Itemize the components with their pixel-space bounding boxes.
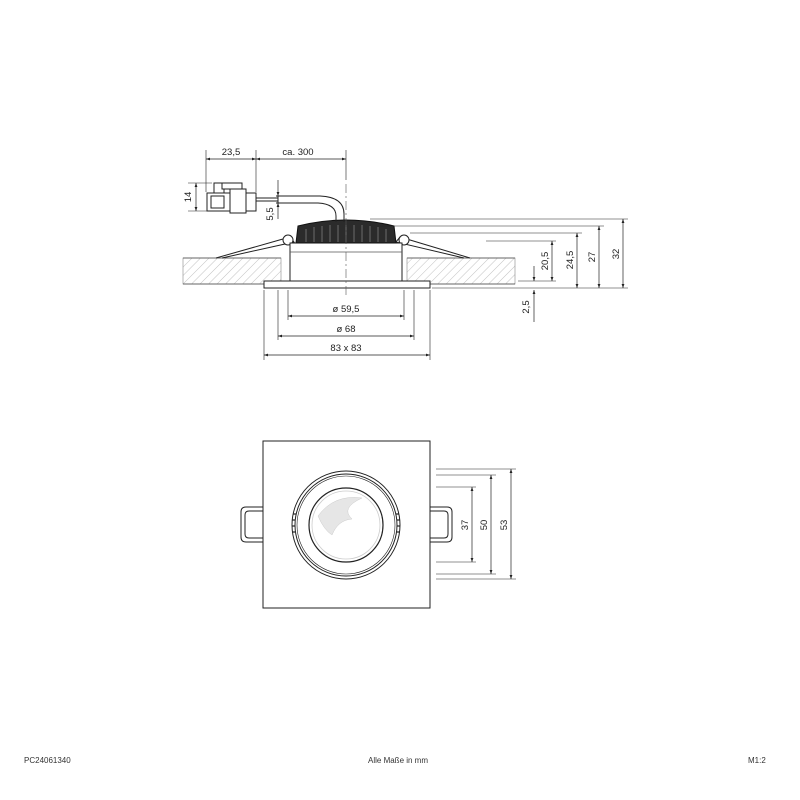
dim-top-inner: 37	[460, 520, 471, 531]
dim-depth-2: 24,5	[565, 251, 576, 270]
dim-depth-total: 32	[611, 249, 622, 260]
spring-clip-right	[395, 236, 471, 259]
square-frame	[262, 440, 431, 609]
scale-label: M1:2	[748, 756, 766, 765]
connector	[206, 182, 278, 214]
dim-top-middle: 50	[479, 520, 490, 531]
dim-connector-offset: 23,5	[222, 147, 241, 158]
dim-depth-3: 27	[587, 252, 598, 263]
ceiling-left	[182, 257, 282, 285]
side-clip-left	[240, 506, 263, 543]
dim-depth-1: 20,5	[540, 252, 551, 271]
front-flange	[263, 280, 431, 289]
spring-clip-left	[215, 236, 295, 259]
ceiling-right	[406, 257, 516, 285]
units-note: Alle Maße in mm	[368, 756, 429, 765]
dim-frame-size: 83 x 83	[330, 343, 361, 354]
dim-cable-length: ca. 300	[282, 147, 313, 158]
outer-ring	[291, 470, 401, 580]
top-view	[240, 440, 516, 609]
dim-cable-diameter: 5,5	[265, 207, 276, 220]
dim-diameter-inner: ø 59,5	[333, 304, 360, 315]
cable	[276, 195, 345, 222]
dim-flange-height: 2,5	[521, 300, 532, 313]
side-clip-right	[430, 506, 453, 543]
lens-reflection	[317, 497, 363, 536]
article-number: PC24061340	[24, 756, 71, 765]
dim-top-outer: 53	[499, 520, 510, 531]
middle-ring	[294, 473, 398, 577]
lens	[308, 487, 384, 563]
side-view	[182, 150, 628, 360]
dim-connector-height: 14	[183, 192, 194, 203]
dim-diameter-cutout: ø 68	[336, 324, 355, 335]
